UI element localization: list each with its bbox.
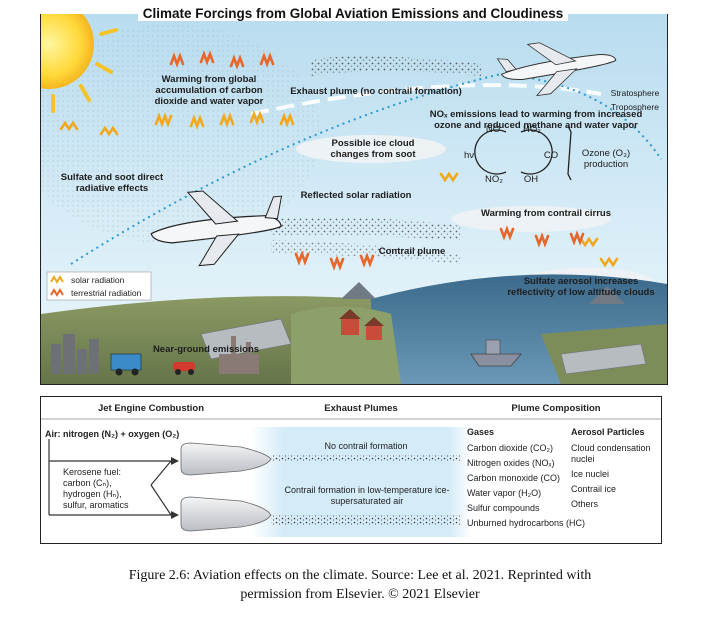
gas-item: Nitrogen oxides (NOₓ)	[467, 458, 555, 468]
legend-box	[46, 271, 152, 301]
engine-panel: Jet Engine Combustion Exhaust Plumes Plu…	[40, 396, 662, 544]
car-icon	[173, 362, 195, 375]
engine-illustration	[41, 418, 661, 537]
tropopause-line	[250, 83, 602, 116]
gases-list: Carbon dioxide (CO₂) Nitrogen oxides (NO…	[467, 443, 607, 533]
kerosene-label: Kerosene fuel: carbon (Cₙ), hydrogen (Hₙ…	[63, 467, 173, 511]
kerosene-line: sulfur, aromatics	[63, 500, 129, 510]
figure-caption: Figure 2.6: Aviation effects on the clim…	[0, 566, 720, 604]
gas-item: Sulfur compounds	[467, 503, 540, 513]
plume-contrail	[271, 515, 461, 525]
chem-ho2: HO₂	[523, 124, 541, 135]
gas-item: Carbon monoxide (CO)	[467, 473, 561, 483]
kerosene-line: Kerosene fuel:	[63, 467, 122, 477]
sulfate-aerosol-label: Sulfate aerosol increases reflectivity o…	[507, 276, 655, 298]
truck-icon	[110, 353, 142, 376]
exhaust-plume-label: Exhaust plume (no contrail formation)	[290, 86, 462, 97]
aerosols-title: Aerosol Particles	[571, 427, 645, 437]
nox-label: NOₓ emissions lead to warming from incre…	[429, 109, 643, 131]
aerosols-list: Cloud condensation nuclei Ice nuclei Con…	[571, 443, 657, 514]
houses	[339, 309, 384, 340]
plume-no-contrail	[271, 455, 461, 461]
near-ground-label: Near-ground emissions	[152, 344, 260, 355]
radiation-arrows	[59, 50, 619, 271]
contrail-cirrus-label: Warming from contrail cirrus	[480, 208, 612, 219]
caption-line-2: permission from Elsevier. © 2021 Elsevie…	[240, 587, 480, 602]
gas-item: Carbon dioxide (CO₂)	[467, 443, 554, 453]
reflected-solar-label: Reflected solar radiation	[300, 190, 412, 201]
header-composition: Plume Composition	[511, 403, 601, 414]
diagram-title: Climate Forcings from Global Aviation Em…	[138, 6, 568, 21]
aerosol-item: Ice nuclei	[571, 469, 610, 479]
engine-bottom-icon	[180, 496, 272, 532]
lower-airplane-icon	[150, 190, 283, 267]
engine-top-icon	[180, 442, 272, 476]
legend-solar: solar radiation	[71, 275, 125, 285]
flight-path	[70, 72, 662, 265]
aerosol-item: Others	[571, 499, 599, 509]
contrail-plume-label: Contrail plume	[378, 246, 446, 257]
chem-co: CO	[543, 150, 559, 161]
troposphere-label: Troposphere	[611, 102, 659, 112]
gases-title: Gases	[467, 427, 495, 437]
factory-icon	[219, 336, 259, 374]
nox-chemistry	[474, 125, 572, 181]
air-label: Air: nitrogen (N₂) + oxygen (O₂)	[45, 429, 180, 439]
warming-global-label: Warming from global accumulation of carb…	[154, 74, 264, 107]
diagram-panel: Warming from global accumulation of carb…	[40, 14, 668, 385]
sun-icon	[41, 14, 118, 113]
chem-oh: OH	[523, 174, 539, 185]
aerosol-item: Cloud condensation nuclei	[571, 443, 651, 464]
chem-no2: NO₂	[485, 174, 503, 185]
header-plumes: Exhaust Plumes	[324, 403, 398, 414]
header-combustion: Jet Engine Combustion	[97, 403, 205, 414]
stratosphere-label: Stratosphere	[610, 88, 660, 98]
kerosene-line: hydrogen (Hₙ),	[63, 489, 122, 499]
city-buildings	[51, 334, 99, 374]
contrail-plume	[271, 217, 461, 240]
upper-airplane-icon	[496, 42, 617, 97]
contrail-formation-label: Contrail formation in low-temperature ic…	[284, 485, 450, 506]
caption-line-1: Figure 2.6: Aviation effects on the clim…	[128, 568, 592, 583]
ozone-production-label: Ozone (O₃) production	[581, 148, 631, 170]
cirrus-cloud	[451, 206, 611, 232]
ship-icon	[470, 339, 522, 367]
ice-cloud-label: Possible ice cloud changes from soot	[330, 138, 416, 160]
no-contrail-label: No contrail formation	[324, 441, 408, 451]
kerosene-line: carbon (Cₙ),	[63, 478, 112, 488]
chem-no: NO	[485, 124, 501, 135]
gas-item: Water vapor (H₂O)	[467, 488, 542, 498]
exhaust-plume-upper	[311, 56, 481, 76]
legend-terrestrial: terrestrial radiation	[71, 288, 142, 298]
sulfate-soot-label: Sulfate and soot direct radiative effect…	[60, 172, 164, 194]
diagram-illustration	[41, 14, 667, 384]
runway	[200, 318, 292, 360]
chem-hv: hν	[463, 150, 475, 161]
gas-item: Unburned hydrocarbons (HC)	[467, 518, 586, 528]
aerosol-item: Contrail ice	[571, 484, 617, 494]
